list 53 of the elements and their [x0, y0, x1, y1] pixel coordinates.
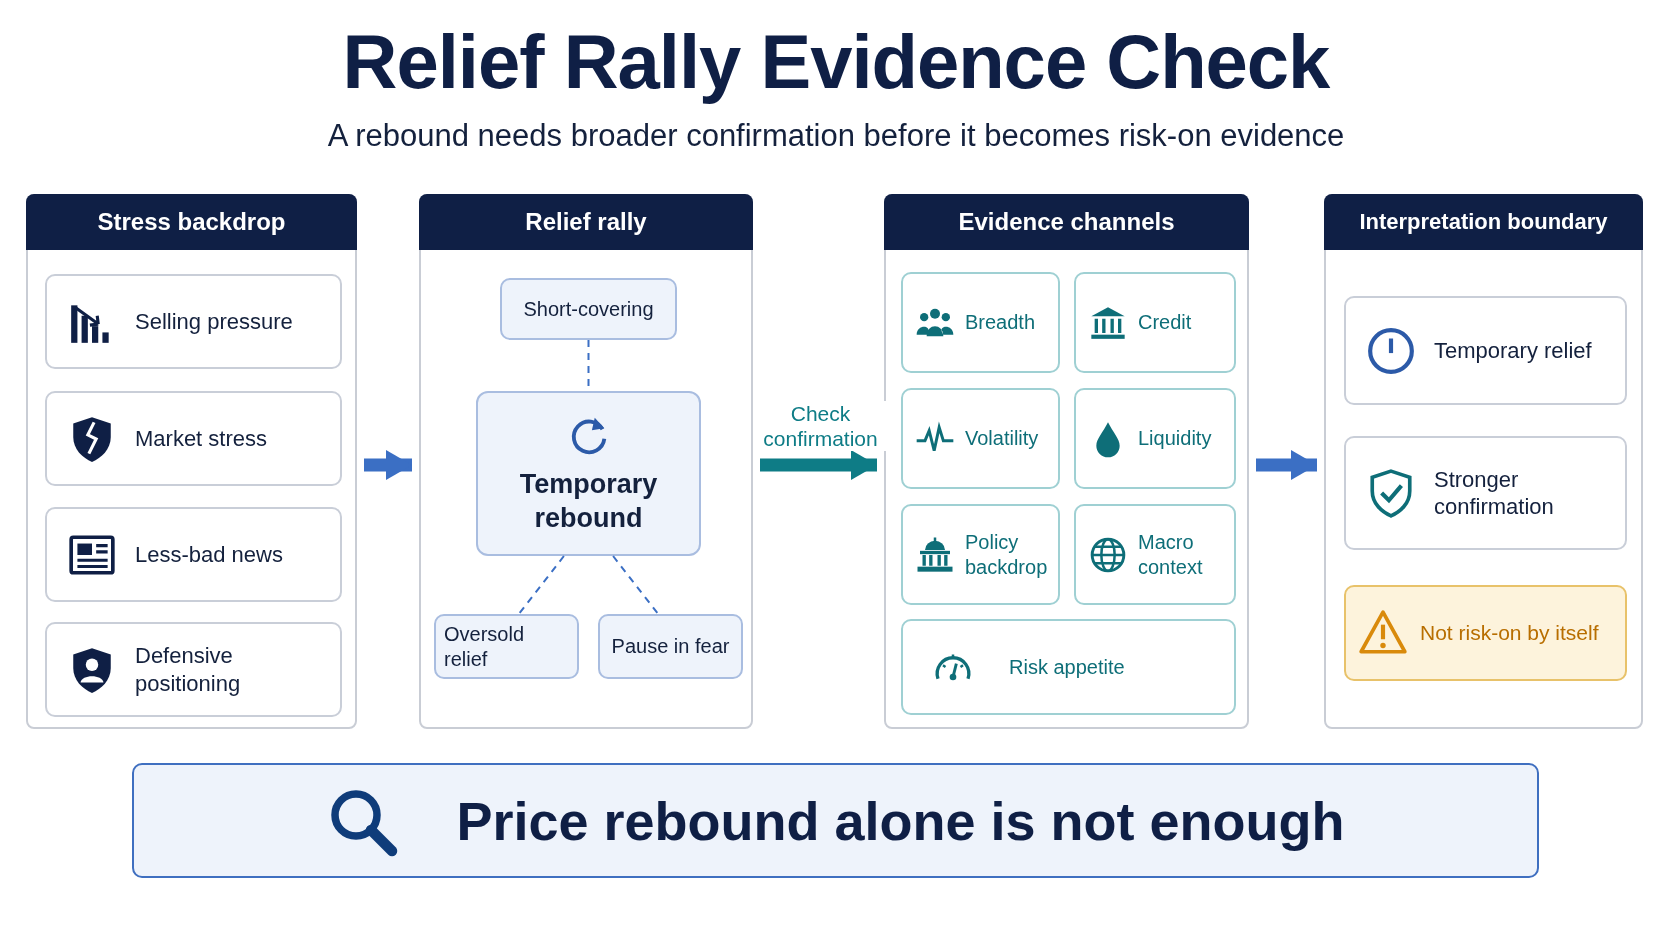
item-card [45, 622, 342, 717]
channel-card [901, 272, 1060, 373]
item-label: Liquidity [1138, 426, 1212, 451]
item-card [45, 274, 342, 369]
subtitle: A rebound needs broader confirmation before it becomes risk-on evidence [326, 118, 1346, 154]
item-card [45, 391, 342, 486]
warning-card [1344, 585, 1627, 681]
item-label: Short-covering [523, 296, 654, 322]
item-label: Market stress [135, 424, 268, 453]
channel-card [1074, 388, 1236, 489]
item-label: Less-bad news [135, 540, 283, 569]
arrow [760, 450, 877, 480]
item-card [45, 507, 342, 602]
item-card [434, 614, 579, 679]
item-card [598, 614, 743, 679]
item-label: Selling pressure [135, 307, 293, 336]
item-label: Not risk-on by itself [1420, 619, 1599, 646]
channel-card [901, 504, 1060, 605]
panel-card [26, 194, 357, 729]
item-card [1344, 436, 1627, 550]
item-label: Risk appetite [1009, 654, 1125, 680]
item-label: Policy backdrop [965, 529, 1049, 580]
dashed-connector [612, 555, 660, 615]
item-label: Breadth [965, 310, 1036, 335]
dashed-connector [517, 555, 565, 615]
item-label: Credit [1138, 310, 1192, 335]
panel-header: Stress backdrop [26, 194, 357, 250]
panel-card [1324, 194, 1643, 729]
channel-card [901, 619, 1236, 715]
title: Relief Rally Evidence Check [341, 18, 1331, 105]
arrow [1256, 450, 1317, 480]
panel-header: Evidence channels [884, 194, 1249, 250]
panel-card [419, 194, 753, 729]
panel-header: Interpretation boundary [1324, 194, 1643, 250]
channel-card [901, 388, 1060, 489]
panel-header: Relief rally [419, 194, 753, 250]
item-label: Volatility [965, 426, 1039, 451]
item-label: Defensive positioning [135, 642, 242, 697]
panel-card [884, 194, 1249, 729]
item-label: Pause in fear [611, 634, 730, 659]
channel-card [1074, 504, 1236, 605]
item-card [1344, 296, 1627, 405]
item-label: Oversold relief [444, 621, 526, 672]
item-label: Temporary rebound [518, 467, 659, 535]
central-card [476, 391, 701, 556]
arrow [364, 450, 412, 480]
channel-card [1074, 272, 1236, 373]
banner-card [132, 763, 1539, 878]
item-card [500, 278, 677, 340]
item-label: Macro context [1138, 529, 1204, 580]
item-label: Stronger confirmation [1434, 465, 1555, 521]
banner-text: Price rebound alone is not enough [456, 789, 1345, 852]
item-label: Temporary relief [1434, 336, 1592, 365]
